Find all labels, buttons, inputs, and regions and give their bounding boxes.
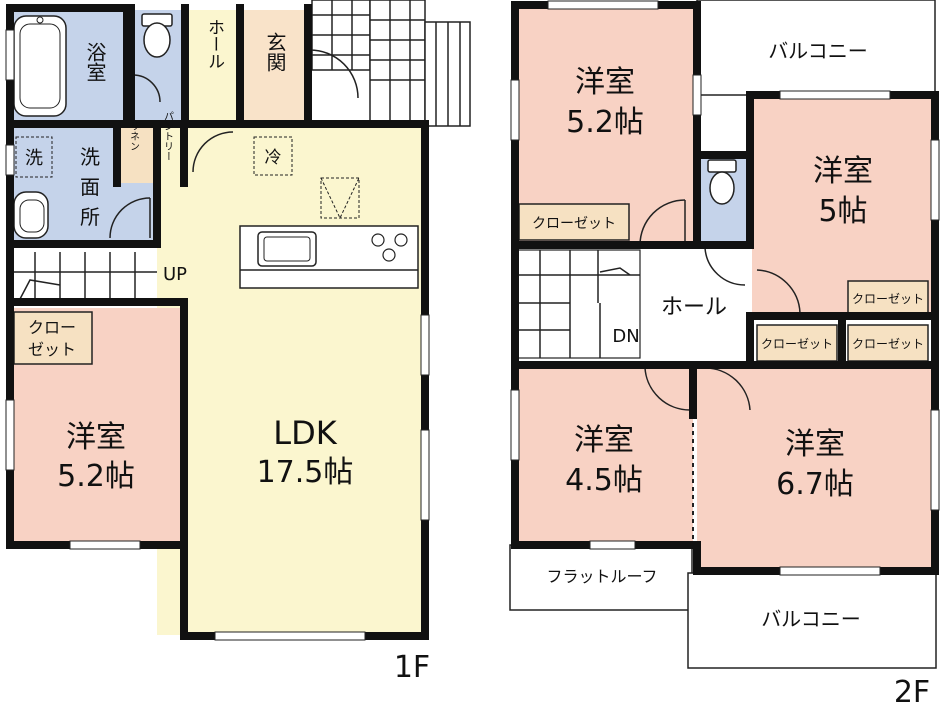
label-flat-roof: フラットルーフ — [546, 567, 657, 586]
linen-closet — [117, 127, 150, 183]
ldk — [157, 127, 425, 635]
label-ldk-size: 17.5帖 — [257, 455, 354, 490]
label-washroom-1: 洗 — [80, 145, 100, 169]
label-washroom-3: 所 — [80, 205, 100, 229]
toilet-2f-fixture — [707, 159, 737, 205]
toilet-1f-fixture — [141, 13, 173, 58]
door-arc-2f-sw — [644, 367, 691, 411]
label-closet-hall-left: クローゼット — [761, 337, 833, 351]
floor-1: 浴室 洗 洗 面 所 ホール 玄関 冷 リネン パントリー UP クロー ゼット… — [5, 0, 471, 685]
floor-1-label: 1F — [394, 650, 430, 685]
fridge-space — [253, 136, 293, 176]
label-bath: 浴室 — [83, 42, 107, 82]
label-hall-2f: ホール — [661, 295, 727, 320]
range-hood — [320, 177, 360, 220]
balcony-bottom — [687, 572, 937, 669]
door-arc-hall — [192, 131, 234, 173]
label-room-se-name: 洋室 — [785, 427, 845, 462]
washer-space — [15, 136, 53, 178]
door-arc-2f-toilet — [704, 247, 746, 286]
door-arc-toilet — [132, 74, 161, 103]
entrance-steps — [311, 0, 471, 127]
label-stairs-up: UP — [163, 264, 187, 285]
flat-roof — [509, 544, 693, 611]
windows-1f — [5, 29, 430, 641]
label-balcony-top: バルコニー — [768, 39, 868, 63]
stairs-2f — [514, 249, 641, 359]
label-bedroom-1f-size: 5.2帖 — [57, 459, 135, 494]
ldk-upper — [184, 127, 425, 187]
floor-2-label: 2F — [894, 675, 930, 710]
wash-basin — [13, 191, 49, 239]
door-arc-2f-nw — [639, 199, 686, 246]
label-room-ne-size: 5帖 — [818, 194, 867, 229]
balcony-top — [696, 0, 936, 96]
label-stairs-down: DN — [612, 326, 639, 347]
label-linen: リネン — [128, 121, 140, 151]
closet-1f — [13, 311, 93, 365]
label-bedroom-1f-name: 洋室 — [66, 420, 126, 455]
floor-2: バルコニー 洋室 5.2帖 洋室 5帖 クローゼット クローゼット クローゼット… — [509, 0, 940, 710]
label-room-sw-size: 4.5帖 — [565, 463, 643, 498]
label-closet-1f-1: クロー — [28, 318, 76, 337]
label-room-nw-size: 5.2帖 — [566, 105, 644, 140]
closet-2f-hall-right — [847, 324, 929, 362]
label-wash-icon: 洗 — [25, 148, 43, 169]
label-room-se-size: 6.7帖 — [776, 467, 854, 502]
kitchen-counter — [239, 225, 419, 289]
stairs-1f-lines — [10, 252, 157, 300]
label-room-sw-name: 洋室 — [574, 423, 634, 458]
label-balcony-bottom: バルコニー — [761, 607, 861, 631]
windows-2f — [510, 0, 940, 576]
label-closet-1f-2: ゼット — [28, 340, 76, 359]
room-2f-sw — [515, 365, 693, 545]
label-room-ne-name: 洋室 — [813, 154, 873, 189]
label-washroom-2: 面 — [80, 175, 100, 199]
room-2f-se — [697, 365, 934, 571]
label-closet-ne: クローゼット — [852, 292, 924, 306]
door-arc-2f-ne — [756, 269, 801, 314]
hall-1f-top — [188, 10, 240, 122]
door-arc-entrance — [309, 49, 359, 99]
label-hall-1f: ホール — [204, 19, 224, 70]
closet-2f-ne — [847, 280, 929, 316]
closet-2f-nw — [518, 203, 630, 241]
door-arc-washroom — [109, 197, 151, 239]
label-room-nw-name: 洋室 — [575, 65, 635, 100]
entrance-hall — [240, 10, 308, 122]
label-fridge: 冷 — [265, 148, 282, 168]
label-ldk-name: LDK — [273, 414, 337, 452]
label-closet-hall-right: クローゼット — [852, 337, 924, 351]
bathtub — [13, 15, 67, 117]
label-pantry: パントリー — [162, 111, 174, 161]
label-closet-nw: クローゼット — [532, 216, 616, 232]
label-entrance: 玄関 — [263, 32, 287, 72]
